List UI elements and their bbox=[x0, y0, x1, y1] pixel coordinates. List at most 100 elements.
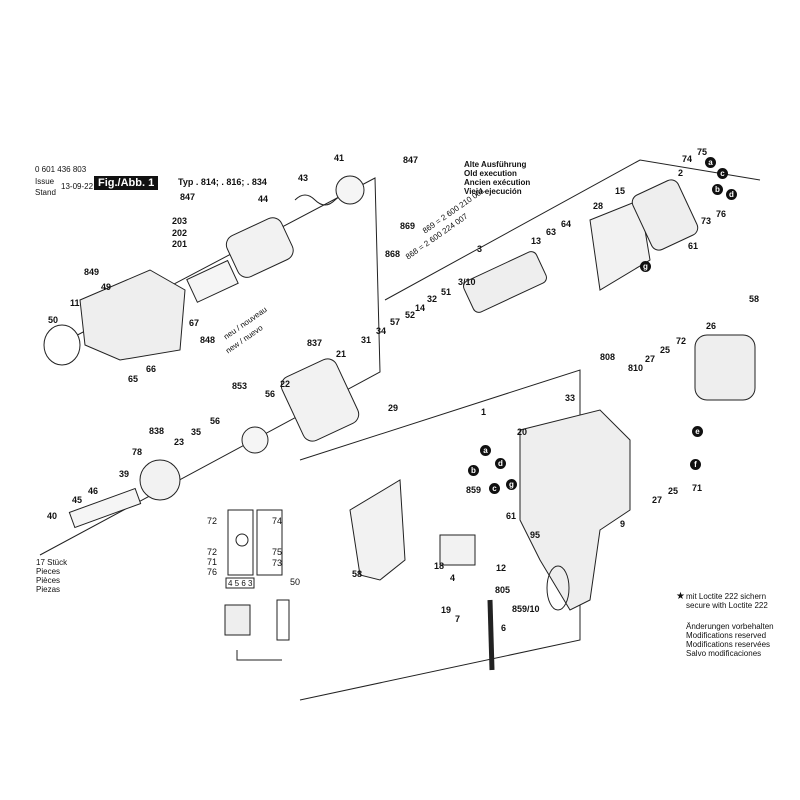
callout: 32 bbox=[427, 294, 438, 304]
wiring-field-coil-1 bbox=[227, 509, 254, 576]
callout: 43 bbox=[298, 173, 309, 183]
callout: 27 bbox=[645, 354, 656, 364]
note-line: Ancien exécution bbox=[464, 178, 531, 187]
callout: 72 bbox=[676, 336, 687, 346]
note-line: Pièces bbox=[36, 576, 61, 585]
wire-marker: a bbox=[705, 157, 716, 168]
callout: 61 bbox=[688, 241, 699, 251]
boot bbox=[43, 324, 81, 366]
callout: 73 bbox=[701, 216, 712, 226]
callout: 74 bbox=[682, 154, 693, 164]
note-line: Vieja ejecución bbox=[464, 187, 522, 196]
issue-label: Issue bbox=[35, 177, 55, 186]
callout: 27 bbox=[652, 495, 663, 505]
wiring-callout: 72 bbox=[207, 547, 218, 557]
callout: 7 bbox=[455, 614, 461, 624]
callout: 31 bbox=[361, 335, 372, 345]
callout: 21 bbox=[336, 349, 347, 359]
note-line: mit Loctite 222 sichern bbox=[686, 592, 767, 601]
switch bbox=[439, 534, 476, 566]
callout: 52 bbox=[405, 310, 416, 320]
figure-label: Fig./Abb. 1 bbox=[94, 176, 159, 190]
callout: 64 bbox=[561, 219, 572, 229]
callout: 40 bbox=[47, 511, 58, 521]
armature bbox=[463, 251, 547, 313]
note-line: Piezas bbox=[36, 585, 61, 594]
issue-date: 13-09-22 bbox=[61, 182, 94, 191]
callout: 869 bbox=[400, 221, 416, 231]
frame-left bbox=[39, 177, 381, 556]
wire-marker: c bbox=[489, 483, 500, 494]
callout: 837 bbox=[307, 338, 323, 348]
terminal-numbers: 4 5 6 3 bbox=[228, 579, 253, 588]
wiring-callout: 76 bbox=[207, 567, 218, 577]
note-line: Änderungen vorbehalten bbox=[686, 622, 774, 631]
callout: 14 bbox=[415, 303, 426, 313]
callout: 808 bbox=[600, 352, 616, 362]
callout: 847 bbox=[180, 192, 196, 202]
note-line: Salvo modificaciones bbox=[686, 649, 762, 658]
callout: 46 bbox=[88, 486, 99, 496]
callout: 202 bbox=[172, 228, 188, 238]
callout: 33 bbox=[565, 393, 576, 403]
motor-housing bbox=[519, 409, 631, 611]
wiring-callout: 72 bbox=[207, 516, 218, 526]
note-line: Pieces bbox=[36, 567, 61, 576]
callout: 29 bbox=[388, 403, 399, 413]
callout: 810 bbox=[628, 363, 644, 373]
gear-carrier bbox=[139, 459, 181, 501]
callout: 61 bbox=[506, 511, 517, 521]
callout: 20 bbox=[517, 427, 528, 437]
callout: 75 bbox=[697, 147, 708, 157]
gear-housing bbox=[79, 269, 186, 361]
callout: 18 bbox=[434, 561, 445, 571]
callout: 201 bbox=[172, 239, 188, 249]
callout: 25 bbox=[668, 486, 679, 496]
callout: 19 bbox=[441, 605, 452, 615]
o-ring bbox=[546, 565, 570, 611]
wiring-callout: 74 bbox=[272, 516, 283, 526]
field bbox=[631, 179, 699, 251]
handle-half bbox=[349, 479, 406, 581]
callout: 6 bbox=[501, 623, 507, 633]
type-label: Typ . 814; . 816; . 834 bbox=[178, 177, 267, 187]
callout: 28 bbox=[593, 201, 604, 211]
callout: 848 bbox=[200, 335, 216, 345]
callout: 859 bbox=[466, 485, 482, 495]
callout: 51 bbox=[441, 287, 452, 297]
fan-guide bbox=[589, 199, 651, 291]
terminal-block bbox=[225, 577, 255, 589]
callout: 66 bbox=[146, 364, 157, 374]
callout: 838 bbox=[149, 426, 165, 436]
callout: 2 bbox=[678, 168, 684, 178]
callout: 3/10 bbox=[458, 277, 476, 287]
callout: 26 bbox=[706, 321, 717, 331]
part-number: 0 601 436 803 bbox=[35, 165, 87, 174]
callout: 56 bbox=[265, 389, 276, 399]
modifications-note: Änderungen vorbehalten Modifications res… bbox=[686, 622, 774, 658]
callout: 23 bbox=[174, 437, 185, 447]
wiring-callout: 71 bbox=[207, 557, 218, 567]
callout: 868 bbox=[385, 249, 401, 259]
callout: 15 bbox=[615, 186, 626, 196]
wire-marker: g bbox=[506, 479, 517, 490]
callout: 58 bbox=[749, 294, 760, 304]
note-line: Alte Ausführung bbox=[464, 160, 527, 169]
wire-marker: f bbox=[690, 459, 701, 470]
star-icon: ★ bbox=[676, 591, 685, 602]
loctite-note: ★ mit Loctite 222 sichern secure with Lo… bbox=[676, 591, 768, 610]
callout: 847 bbox=[403, 155, 419, 165]
output-spindle bbox=[68, 487, 142, 529]
callout: 853 bbox=[232, 381, 248, 391]
note-line: 17 Stück bbox=[36, 558, 68, 567]
callout: 76 bbox=[716, 209, 727, 219]
wire-marker: d bbox=[495, 458, 506, 469]
spindle bbox=[186, 259, 239, 303]
hammer bbox=[225, 217, 294, 278]
callout: 78 bbox=[132, 447, 143, 457]
callout: 805 bbox=[495, 585, 511, 595]
motor-symbol bbox=[235, 533, 249, 547]
callout: 203 bbox=[172, 216, 188, 226]
